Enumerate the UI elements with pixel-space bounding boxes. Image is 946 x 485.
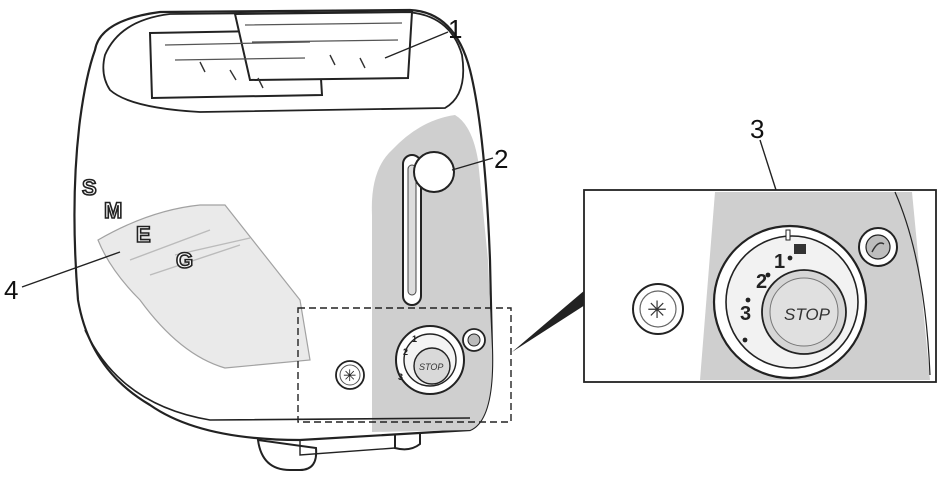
detail-selection-box: [297, 307, 512, 423]
callout-2: 2: [494, 144, 508, 174]
callout-3: 3: [750, 114, 764, 144]
snowflake-icon: ✳: [647, 297, 667, 324]
brand-letter: S: [82, 175, 97, 200]
brand-logo: S M E G: [81, 174, 194, 274]
snowflake-icon: ✳: [343, 368, 356, 385]
brand-letter: M: [104, 198, 122, 223]
dial-number: 3: [740, 303, 751, 325]
callouts: 1 2 3 4: [4, 14, 777, 305]
callout-4: 4: [4, 275, 18, 305]
lever: [402, 151, 455, 306]
stop-label: STOP: [784, 305, 831, 324]
dial-number: 1: [774, 251, 785, 273]
stop-label-small: STOP: [419, 362, 443, 372]
reheat-icon: [871, 242, 885, 253]
zoom-connector: [512, 290, 585, 352]
control-panel-small: ✳ STOP 3 2 1: [335, 325, 486, 395]
callout-1: 1: [448, 14, 462, 44]
bread-icon: [794, 244, 806, 254]
dial-number-small: 3: [398, 372, 403, 382]
crumb-tray: [97, 204, 311, 369]
dial-number-small: 2: [403, 347, 408, 357]
detail-inset: ✳ STOP 3 2 1: [583, 189, 937, 383]
brand-letter: E: [136, 222, 151, 247]
brand-letter: G: [176, 248, 193, 273]
dial-number-small: 1: [412, 334, 417, 344]
dial-number: 2: [756, 271, 767, 293]
